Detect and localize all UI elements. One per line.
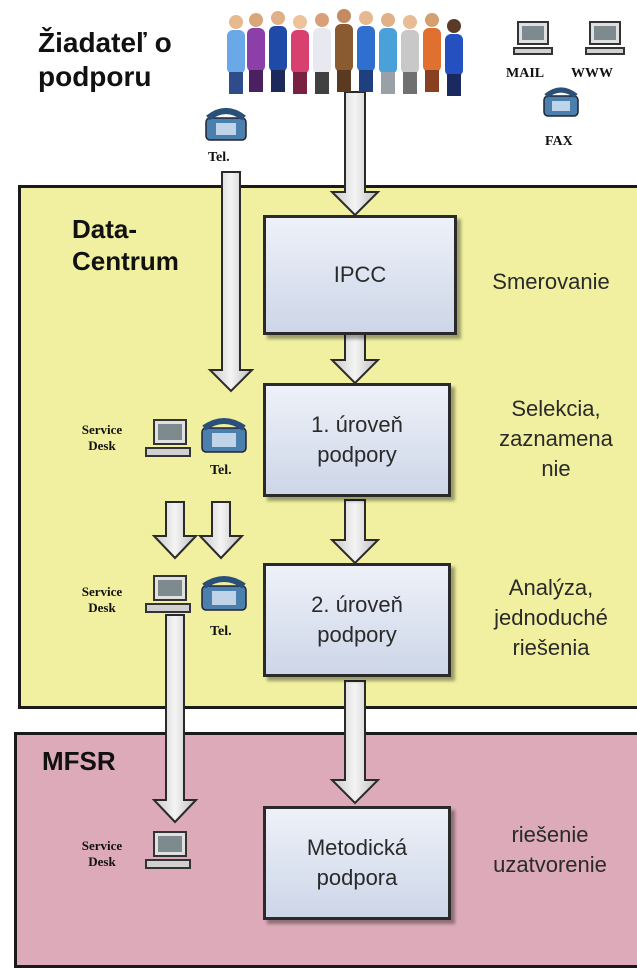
mfsr-title: MFSR — [42, 746, 116, 776]
tel-label-1: Tel. — [210, 463, 232, 478]
arrow-tel1-to-tel2 — [197, 501, 245, 560]
arrow-to-level1 — [329, 332, 381, 385]
ipcc-side-text: Smerovanie — [492, 269, 610, 294]
people-group-icon — [227, 9, 463, 96]
service-desk-phone-icon-2 — [201, 576, 247, 611]
arrow-sd1-to-sd2 — [151, 501, 199, 560]
ipcc-box: IPCC — [263, 215, 457, 335]
level2-box: 2. úroveň podpory — [263, 563, 451, 677]
mail-computer-icon — [513, 21, 553, 55]
requester-tel-label: Tel. — [208, 150, 230, 165]
requester-phone-icon — [205, 108, 247, 141]
arrow-to-ipcc — [329, 91, 381, 217]
arrow-sd2-to-sd3 — [151, 614, 199, 824]
flow-arrows — [151, 91, 381, 824]
fax-label: FAX — [545, 134, 573, 149]
service-desk-computer-icon-2 — [145, 575, 191, 613]
mail-label: MAIL — [506, 66, 545, 81]
tel-label-2: Tel. — [210, 624, 232, 639]
fax-phone-icon — [543, 87, 579, 117]
datacentrum-title: Data-Centrum — [72, 214, 179, 276]
method-side-text: riešenie uzatvorenie — [493, 822, 607, 877]
service-desk-computer-icon-3 — [145, 831, 191, 869]
service-desk-label-3: Service Desk — [81, 838, 123, 869]
requester-title: Žiadateľ o podporu — [38, 27, 172, 92]
arrow-to-level2 — [329, 499, 381, 565]
service-desk-phone-icon-1 — [201, 418, 247, 453]
arrow-tel-to-level1 — [207, 171, 255, 393]
method-box: Metodická podpora — [263, 806, 451, 920]
level1-side-text: Selekcia, zaznamena nie — [499, 396, 613, 481]
arrow-to-method — [329, 680, 381, 805]
www-computer-icon — [585, 21, 625, 55]
www-label: WWW — [571, 66, 613, 81]
service-desk-label-1: Service Desk — [81, 422, 123, 453]
level1-box: 1. úroveň podpory — [263, 383, 451, 497]
level2-side-text: Analýza, jednoduché riešenia — [494, 575, 608, 660]
service-desk-label-2: Service Desk — [81, 584, 123, 615]
service-desk-computer-icon-1 — [145, 419, 191, 457]
